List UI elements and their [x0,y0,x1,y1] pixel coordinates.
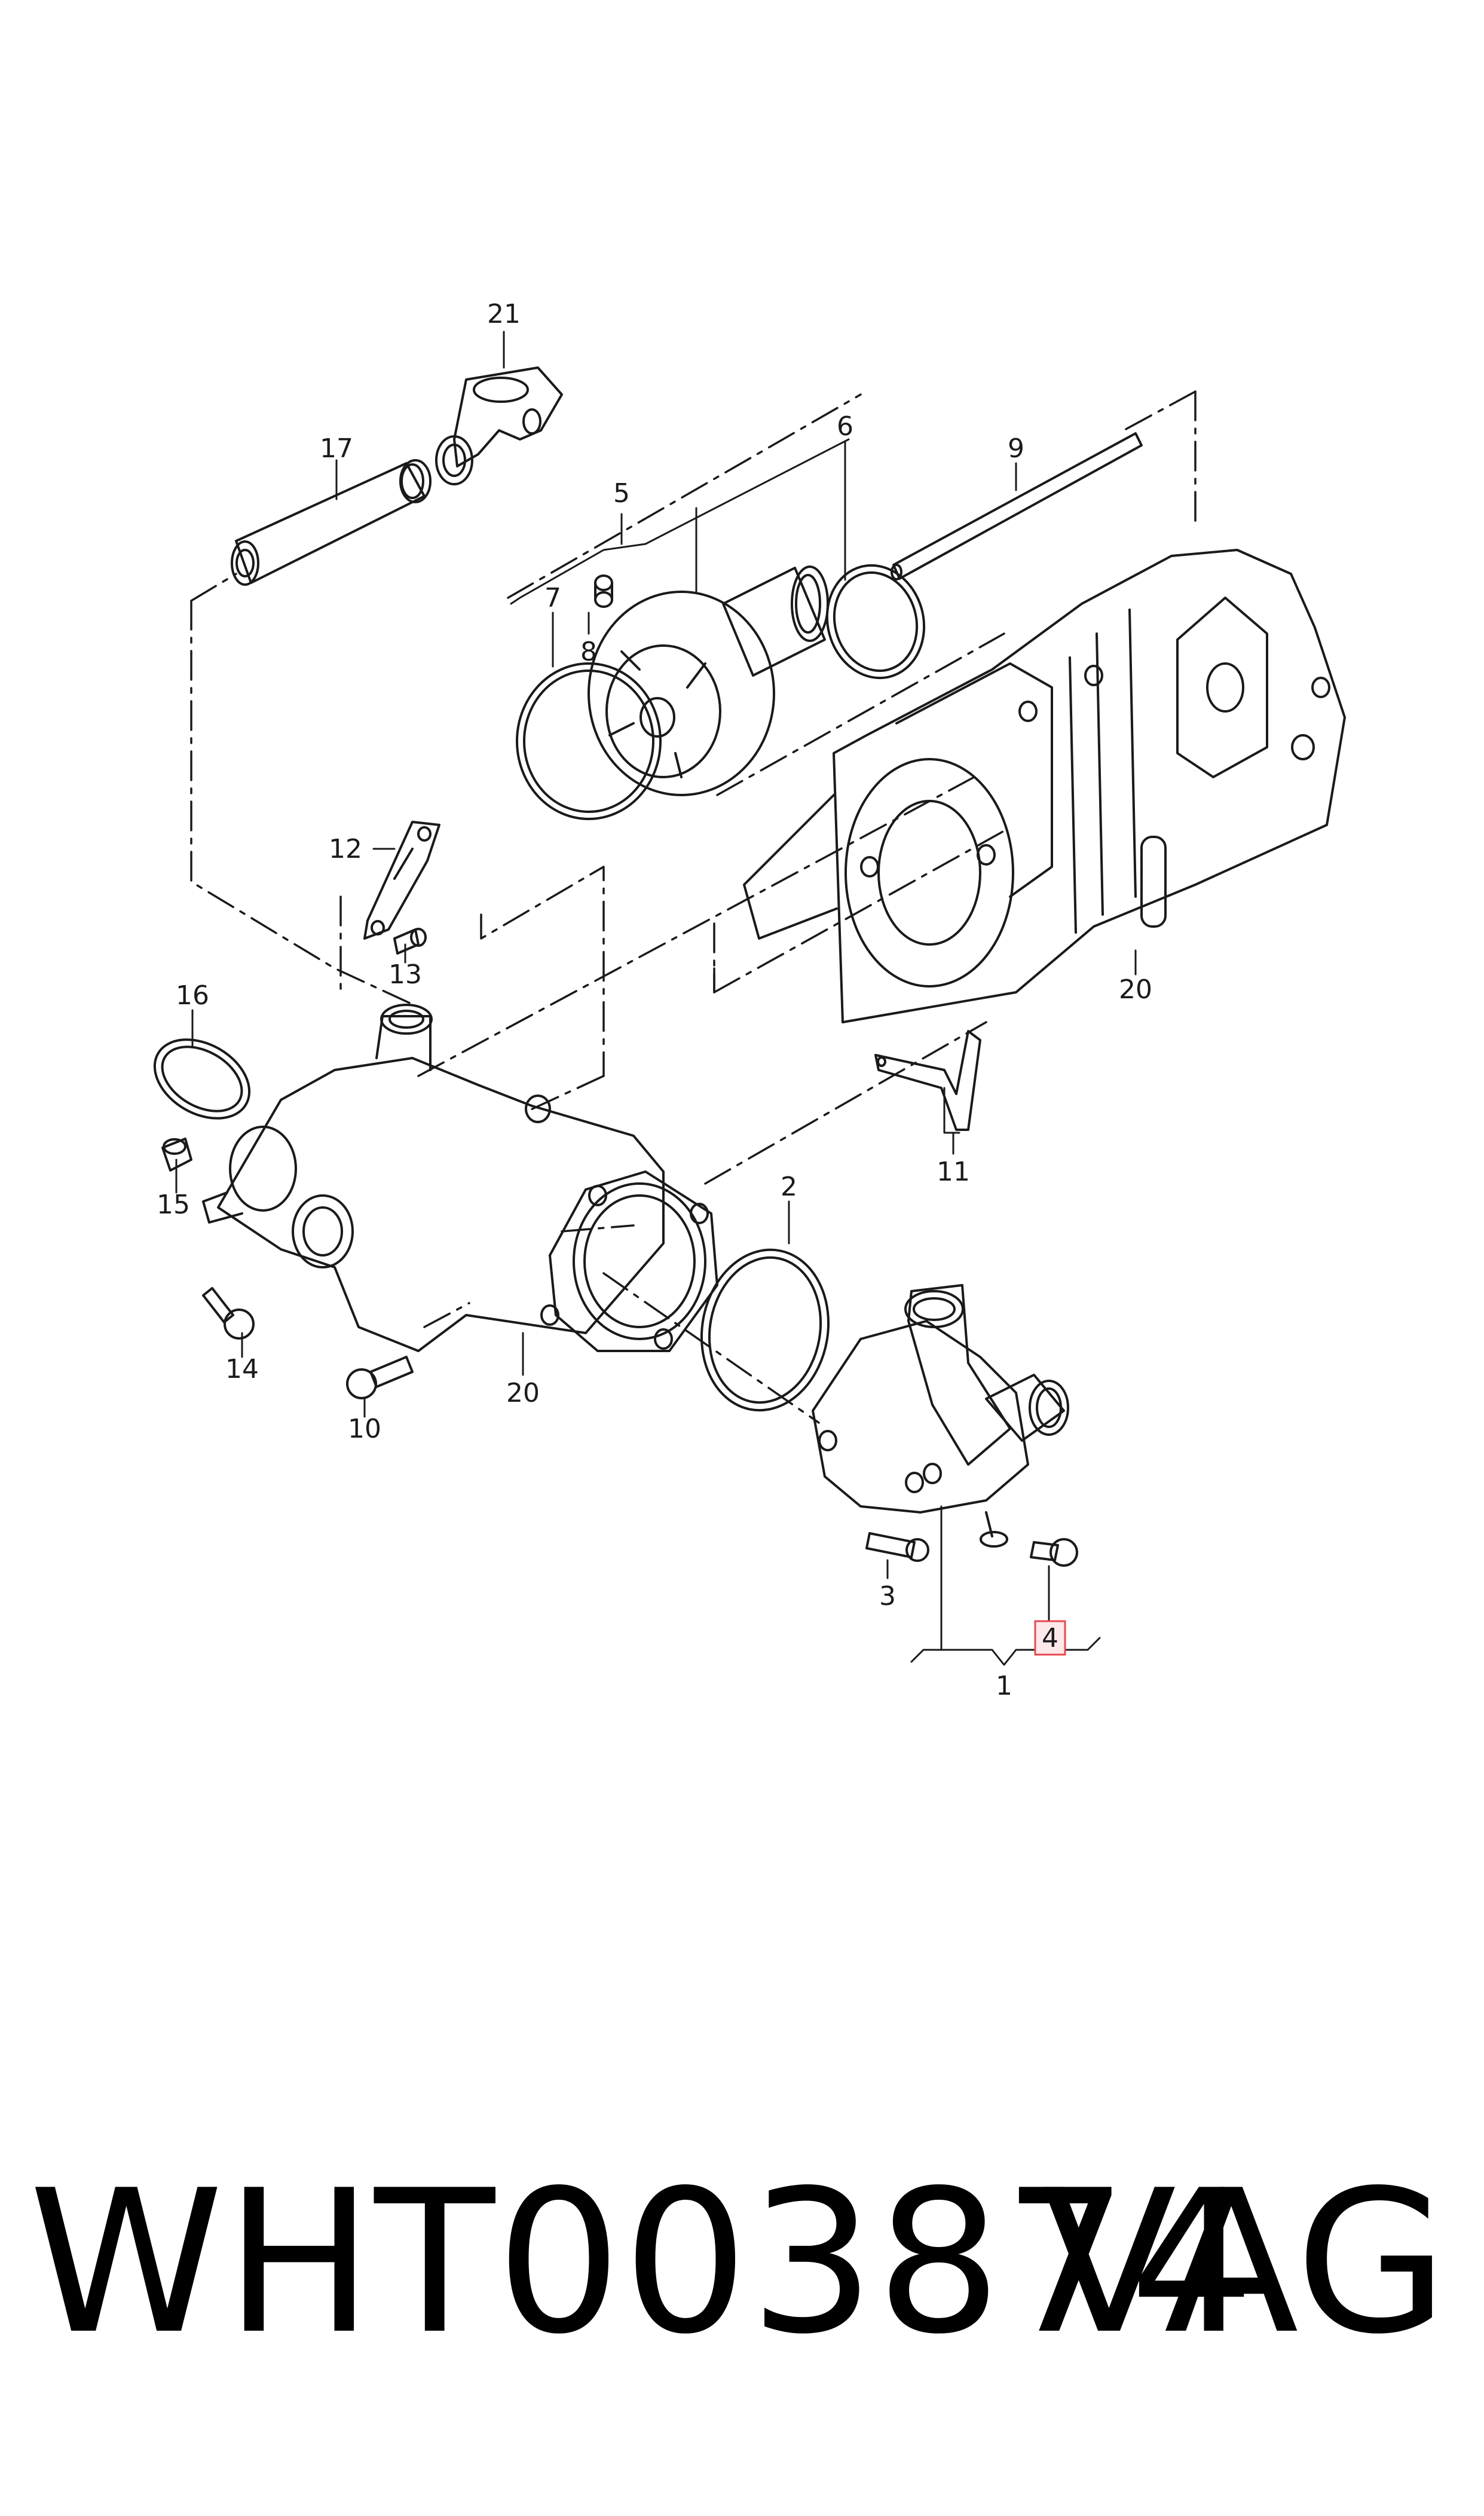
part-15-plug [161,1138,192,1172]
part-17-coolant-tube [231,459,432,586]
part-21-elbow-fitting [435,366,563,485]
callout-4: 4 [1042,1623,1058,1653]
part-7-o-ring [516,662,662,820]
part-11-bracket [874,1030,981,1131]
part-20-coolant-pipe-housing [202,1004,718,1352]
callout-5: 5 [613,478,630,509]
callout-17: 17 [320,433,353,464]
callout-20-top: 20 [1119,974,1152,1005]
callout-12: 12 [329,834,362,864]
part-5-water-pump [588,565,829,796]
exploded-parts-diagram: 21 17 5 6 9 7 8 12 13 16 15 14 10 20 20 … [153,299,1346,1701]
callout-9: 9 [1008,433,1024,464]
callout-labels: 21 17 5 6 9 7 8 12 13 16 15 14 10 20 20 … [157,299,1152,1701]
footer: WHT003874 VAG [0,2164,1484,2379]
part-20-engine-block [743,549,1346,1023]
callout-14: 14 [225,1354,259,1384]
callout-10: 10 [348,1414,381,1444]
callout-20-center: 20 [506,1378,540,1408]
highlight-box [1034,1620,1066,1656]
callout-2: 2 [781,1172,797,1202]
callout-3: 3 [879,1581,896,1612]
part-12-gasket [363,821,440,940]
part-14-bolt [202,1287,255,1340]
part-2-o-ring [700,1248,830,1412]
part-8-sleeve [594,574,613,608]
part-13-bolt [393,928,427,955]
callout-1: 1 [996,1671,1012,1701]
callout-21: 21 [487,299,521,329]
part-9-rod [891,432,1143,580]
part-6-o-ring [825,564,926,680]
assembly-guide-lines [190,390,1197,1424]
part-1-thermostat-housing [812,1284,1069,1548]
leader-lines [175,331,1137,1666]
part-10-bolt [346,1356,414,1399]
part-number: WHT003874 [29,2148,1256,2377]
part-3-stud-bolt [865,1532,929,1562]
callout-6: 6 [837,411,853,442]
callout-11: 11 [937,1157,970,1187]
callout-13: 13 [388,959,422,990]
callout-7: 7 [544,583,561,613]
callout-15: 15 [157,1190,190,1220]
brand-name: VAG [1041,2148,1448,2377]
part-4-bolt [1030,1538,1078,1567]
callout-8: 8 [580,637,597,667]
callout-16: 16 [176,980,209,1011]
part-16-o-ring [153,1038,251,1120]
